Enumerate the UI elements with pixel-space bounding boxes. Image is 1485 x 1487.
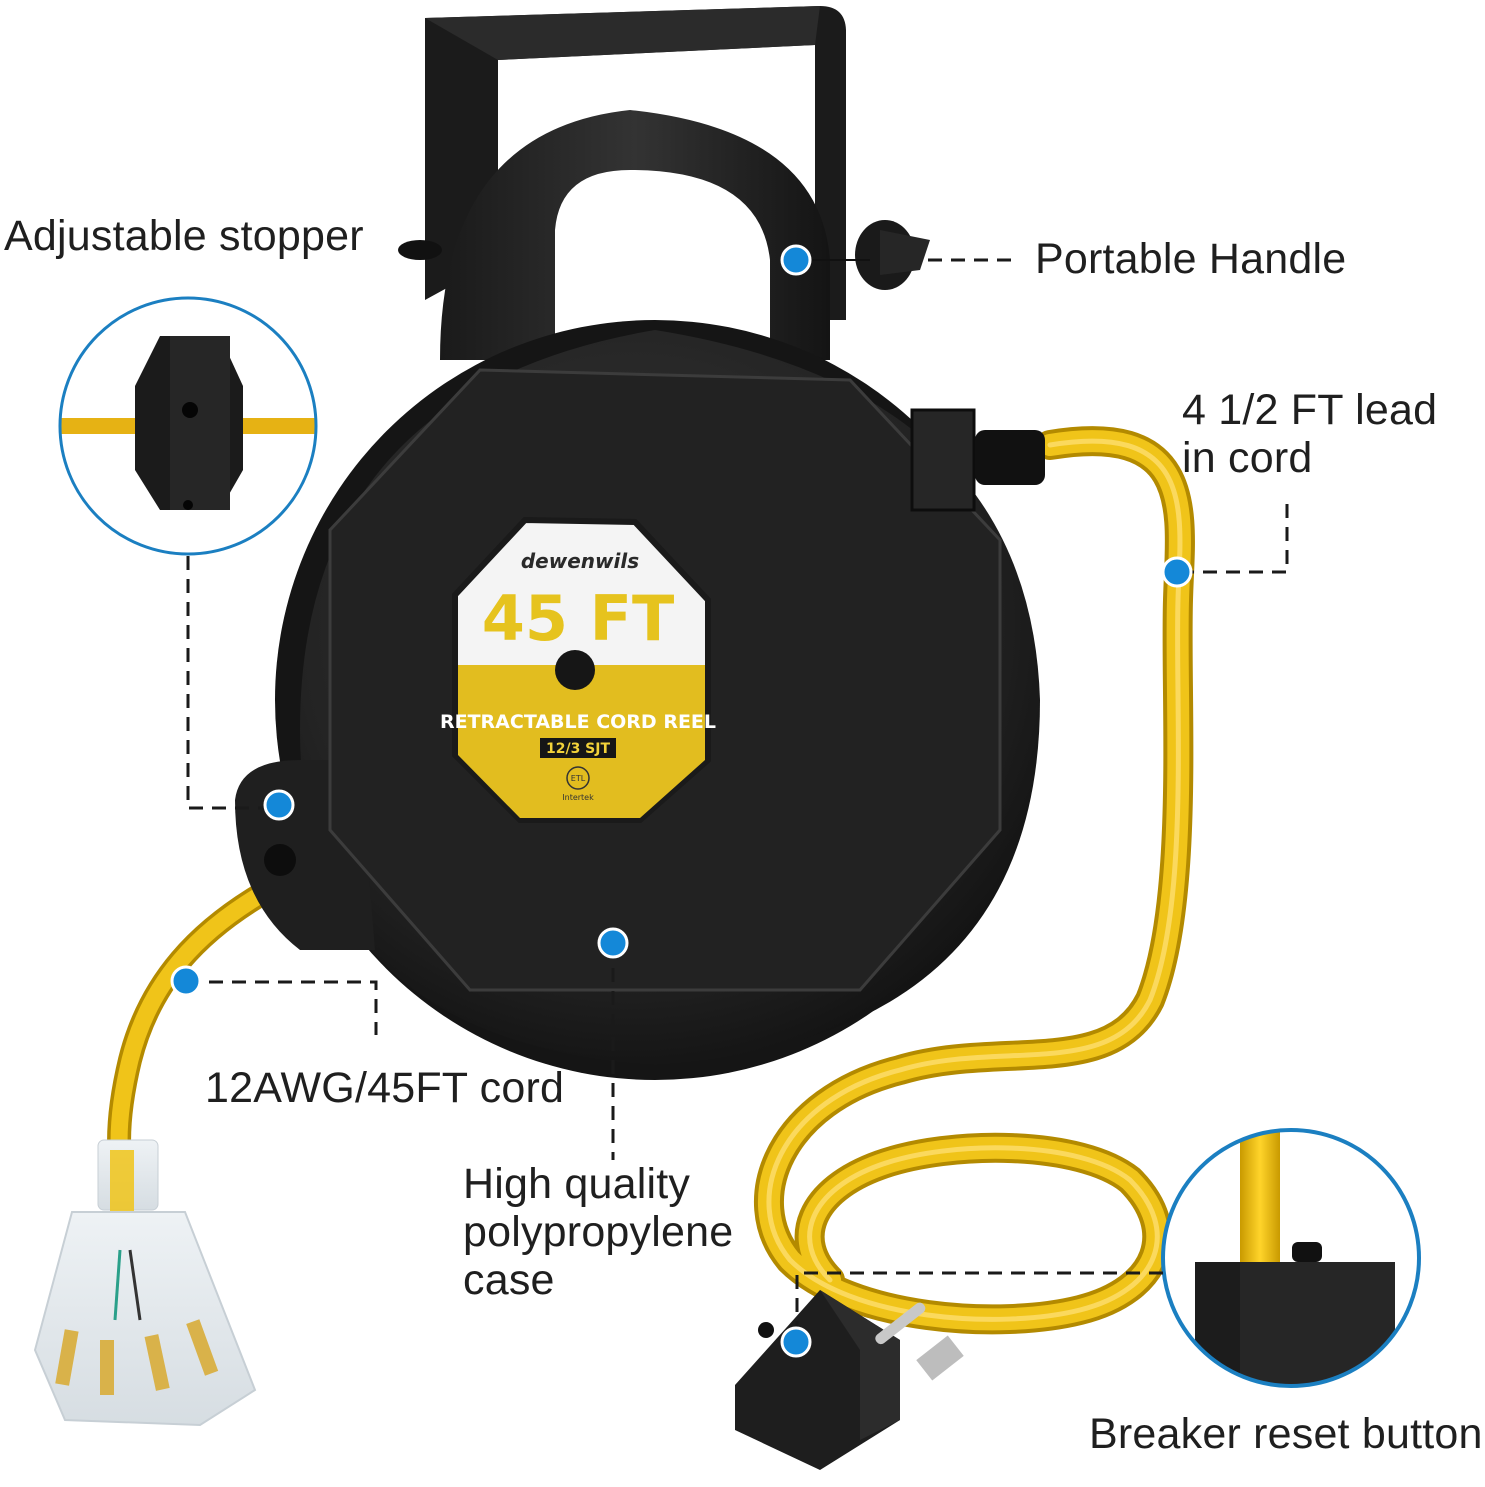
badge-brand-text: dewenwils [521,549,639,573]
callout-breaker: Breaker reset button [1089,1410,1483,1458]
mounting-bracket [398,6,930,320]
marker-breaker [780,1326,812,1358]
callout-lead-in-cord-line1: 4 1/2 FT lead [1182,386,1438,434]
callout-cord: 12AWG/45FT cord [205,1064,565,1112]
callout-adjustable-stopper: Adjustable stopper [4,212,364,260]
leader-lines [186,258,1289,1335]
cert-sub: Intertek [562,793,594,802]
cert-mark: ETL [571,774,586,783]
callout-lead-in-cord-line2: in cord [1182,434,1313,482]
marker-lead-in-cord [1161,556,1193,588]
output-cord [107,880,277,1172]
badge-spec-text: 12/3 SJT [546,741,611,757]
callout-lead-in-cord: 4 1/2 FT lead in cord [1182,386,1437,482]
marker-adjustable-stopper [263,789,295,821]
markers [170,244,1193,1358]
marker-case [597,927,629,959]
portable-handle [440,110,830,360]
stopper-detail-inset [58,296,318,556]
product-badge: dewenwils 45 FT RETRACTABLE CORD REEL 12… [440,516,716,823]
lead-in-cord [753,426,1195,1335]
callout-case-line1: High quality [463,1160,691,1208]
marker-cord [170,965,202,997]
callout-portable-handle: Portable Handle [1035,235,1347,283]
marker-portable-handle [780,244,812,276]
badge-length-text: 45 FT [482,582,675,655]
callout-case-line3: case [463,1256,555,1304]
triple-outlet [33,1139,257,1427]
callout-case: High quality polypropylene case [463,1160,733,1304]
plug-with-breaker [735,1290,964,1470]
breaker-detail-inset [1161,1128,1421,1388]
badge-type-text: RETRACTABLE CORD REEL [440,711,716,733]
callout-case-line2: polypropylene [463,1208,734,1256]
